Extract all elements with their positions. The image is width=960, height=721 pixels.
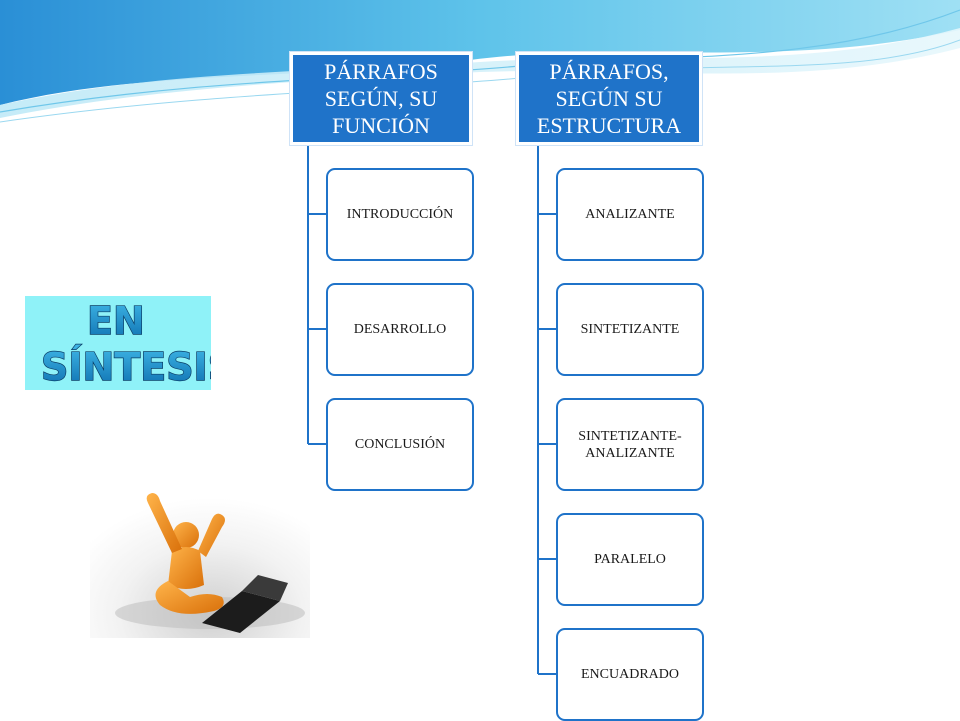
header-line: ESTRUCTURA bbox=[536, 113, 682, 138]
person-with-laptop-icon bbox=[90, 473, 310, 638]
node-framed: ENCUADRADO bbox=[556, 628, 704, 721]
summary-line-2: SÍNTESIS bbox=[41, 345, 211, 389]
header-line: FUNCIÓN bbox=[332, 113, 430, 138]
summary-text-art: EN SÍNTESIS bbox=[40, 298, 211, 389]
header-paragraphs-by-function: PÁRRAFOS SEGÚN, SU FUNCIÓN bbox=[290, 52, 472, 145]
node-synthesizing: SINTETIZANTE bbox=[556, 283, 704, 376]
node-label: SINTETIZANTE- ANALIZANTE bbox=[578, 428, 682, 461]
header-paragraphs-by-structure: PÁRRAFOS, SEGÚN SU ESTRUCTURA bbox=[516, 52, 702, 145]
node-introduction: INTRODUCCIÓN bbox=[326, 168, 474, 261]
node-development: DESARROLLO bbox=[326, 283, 474, 376]
header-line: SEGÚN SU bbox=[555, 86, 663, 111]
node-label: SINTETIZANTE bbox=[580, 322, 680, 337]
header-line: PÁRRAFOS bbox=[324, 59, 438, 84]
node-analyzing: ANALIZANTE bbox=[556, 168, 704, 261]
summary-line-1: EN bbox=[87, 299, 145, 343]
wave-background bbox=[0, 0, 960, 123]
node-label: ANALIZANTE bbox=[585, 207, 675, 222]
node-parallel: PARALELO bbox=[556, 513, 704, 606]
node-label: CONCLUSIÓN bbox=[354, 437, 446, 452]
node-label: PARALELO bbox=[594, 552, 666, 567]
node-label: INTRODUCCIÓN bbox=[346, 207, 454, 222]
summary-badge: EN SÍNTESIS bbox=[25, 296, 211, 390]
header-line: PÁRRAFOS, bbox=[549, 59, 669, 84]
node-label: ENCUADRADO bbox=[581, 667, 679, 682]
node-synthesizing-analyzing: SINTETIZANTE- ANALIZANTE bbox=[556, 398, 704, 491]
node-conclusion: CONCLUSIÓN bbox=[326, 398, 474, 491]
node-label: DESARROLLO bbox=[353, 322, 447, 337]
header-line: SEGÚN, SU bbox=[324, 86, 438, 111]
